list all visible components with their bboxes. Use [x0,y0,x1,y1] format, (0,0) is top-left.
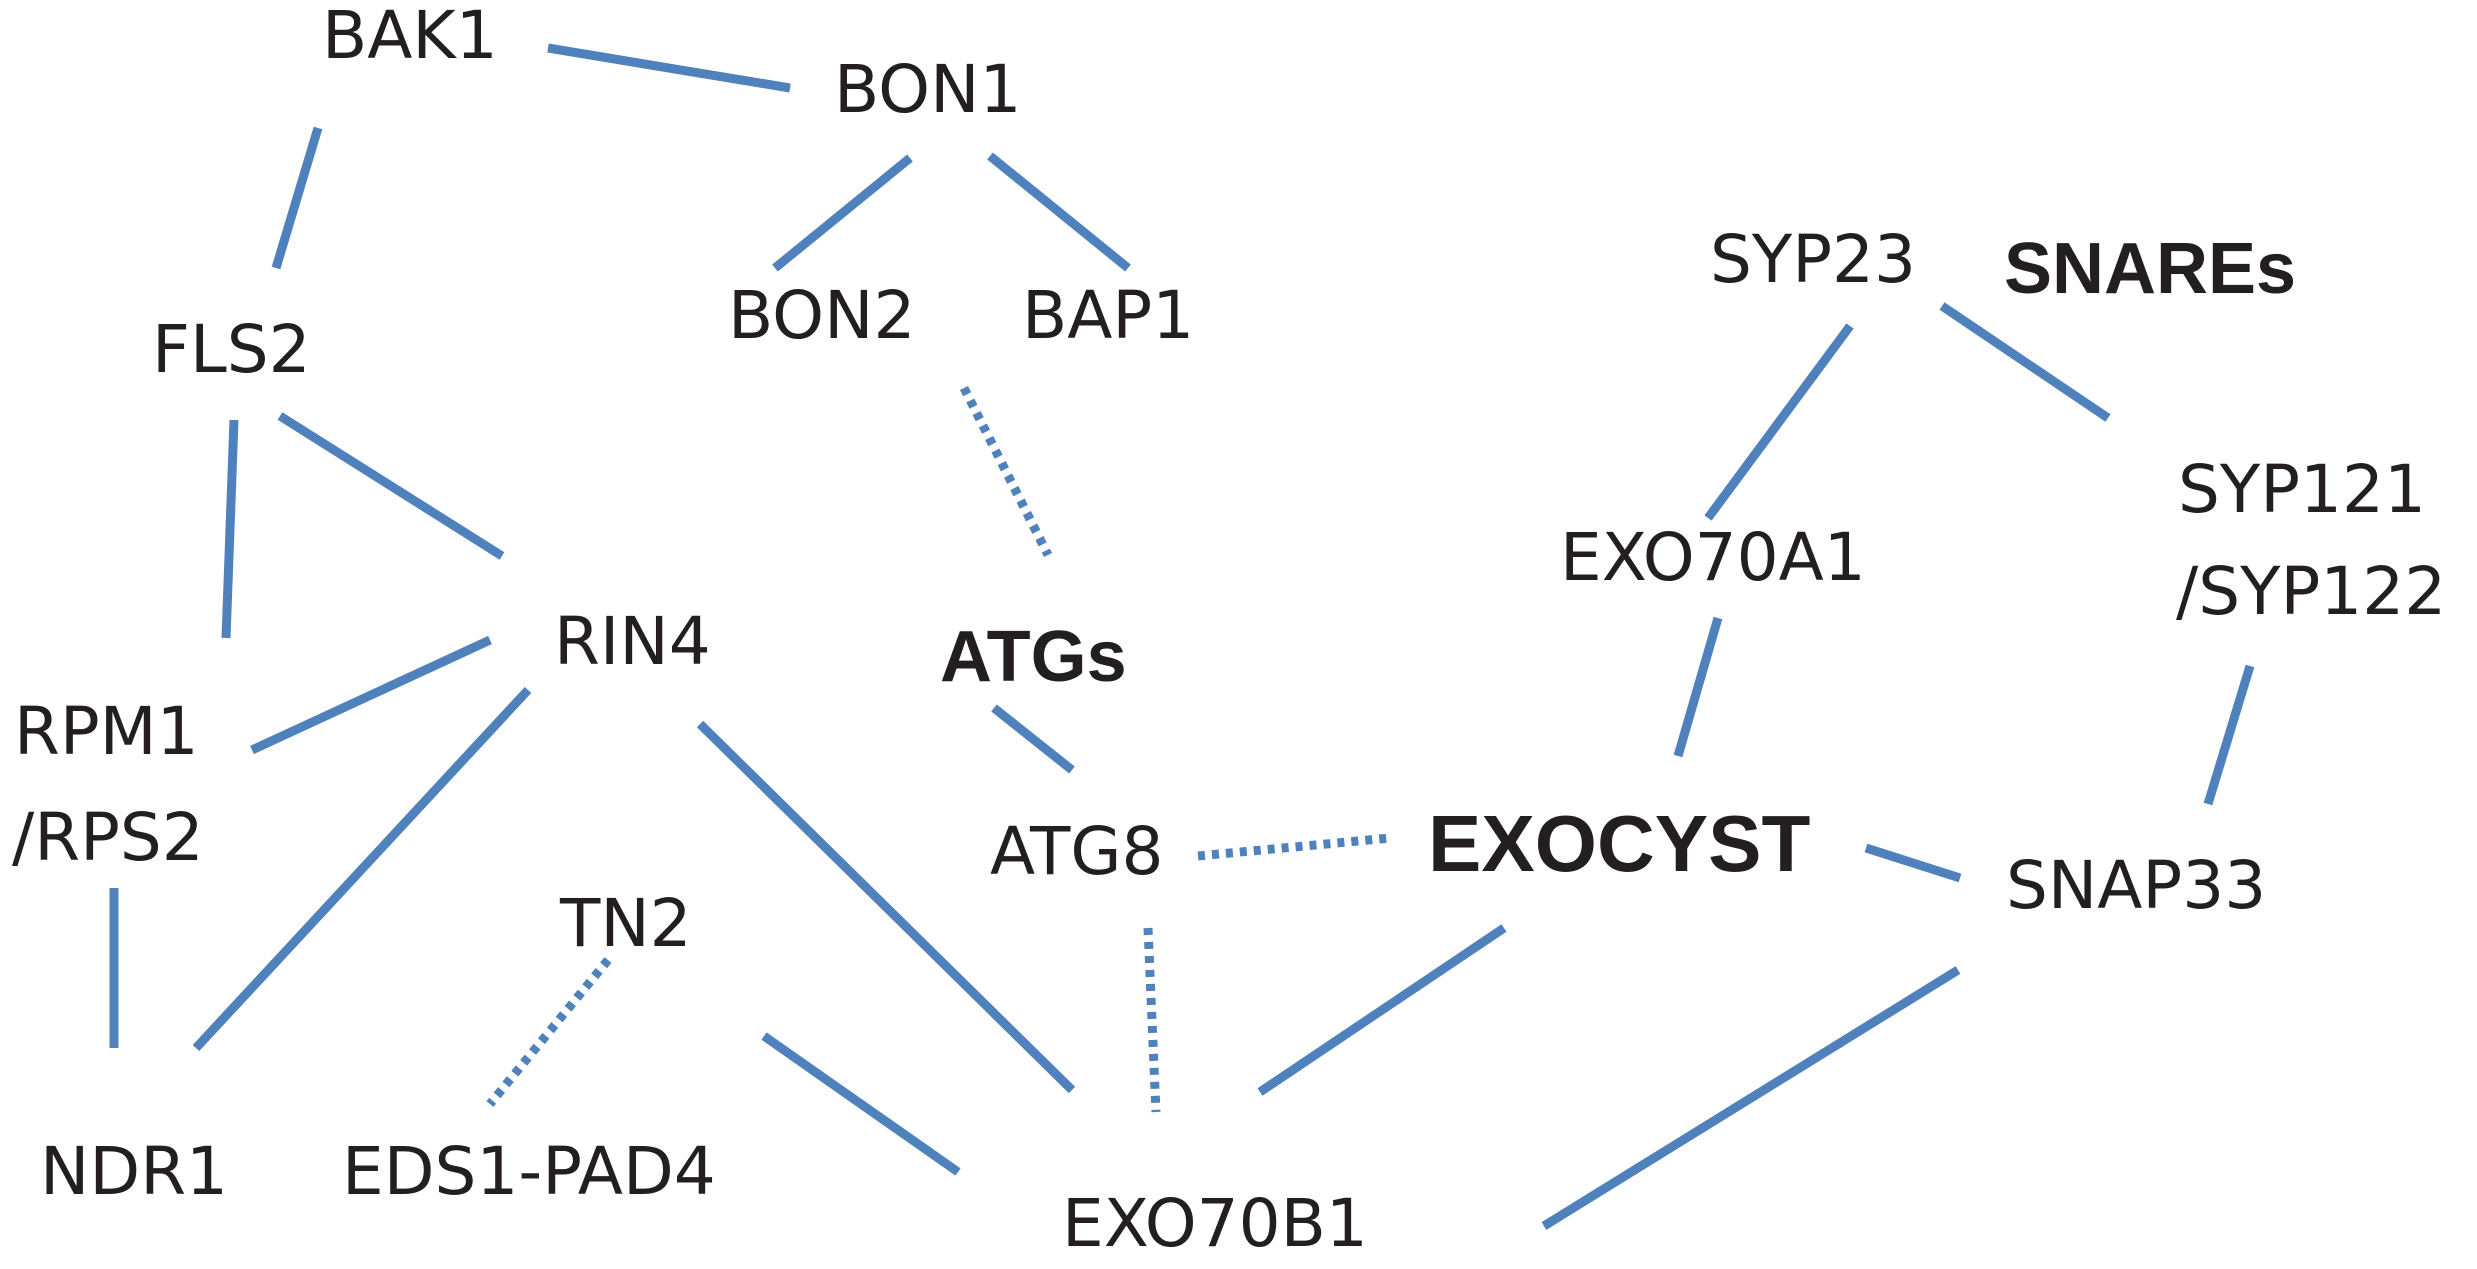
nodes: BAK1 BON1 BON2 BAP1 FLS2 RIN4 RPM1 /RPS2… [12,0,2446,1262]
node-syp121-line2: /SYP122 [2176,553,2446,630]
edge-exo70a1-syp23 [1704,323,1854,521]
node-rin4: RIN4 [554,603,711,680]
edge-bon1-bap1 [987,152,1131,272]
edge-exocyst-exo70a1 [1673,616,1723,758]
edge-tn2-eds1pad4 [486,957,612,1107]
node-snap33: SNAP33 [2006,847,2266,924]
node-fls2: FLS2 [152,311,311,388]
edge-rin4-exo70b1 [696,720,1076,1094]
node-syp121-line1: SYP121 [2178,451,2426,528]
node-bon2: BON2 [728,277,915,354]
edge-exocyst-snap33 [1864,843,1962,883]
node-exo70b1: EXO70B1 [1062,1185,1368,1262]
node-bap1: BAP1 [1022,277,1194,354]
edge-rin4-rpm1 [250,635,492,755]
edge-atg8-exocyst [1197,833,1391,861]
node-bon1: BON1 [834,51,1021,128]
node-tn2: TN2 [559,885,692,962]
edge-atg8-exo70b1 [1143,927,1161,1113]
node-ndr1: NDR1 [40,1133,228,1210]
edge-exocyst-exo70b1 [1257,924,1507,1096]
node-rpm1-line2: /RPS2 [12,799,204,876]
edges [109,43,2255,1230]
edge-bon1-bon2 [772,154,913,272]
node-bak1: BAK1 [322,0,498,74]
edge-snap33-exo70b1 [1541,966,1961,1230]
node-syp23: SYP23 [1710,221,1916,298]
edge-syp121-snap33 [2203,664,2255,806]
edge-syp23-syp121 [1939,302,2111,422]
edge-fls2-rin4 [277,412,505,560]
node-rpm1-line1: RPM1 [14,693,199,770]
node-eds1-pad4: EDS1-PAD4 [342,1133,716,1210]
node-atgs: ATGs [940,617,1127,697]
node-exocyst: EXOCYST [1428,799,1810,888]
edge-bon2-atgs [959,385,1053,558]
edge-rin4-ndr1 [192,686,532,1052]
node-atg8: ATG8 [990,813,1163,890]
edge-fls2-rpm1 [221,419,239,639]
edge-bak1-fls2 [271,126,323,270]
node-exo70a1: EXO70A1 [1560,519,1866,596]
edge-bak1-bon1 [547,43,791,93]
edge-atgs-atg8 [991,704,1075,774]
edge-tn2-exo70b1 [761,1032,961,1176]
node-snares: SNAREs [2004,229,2296,309]
